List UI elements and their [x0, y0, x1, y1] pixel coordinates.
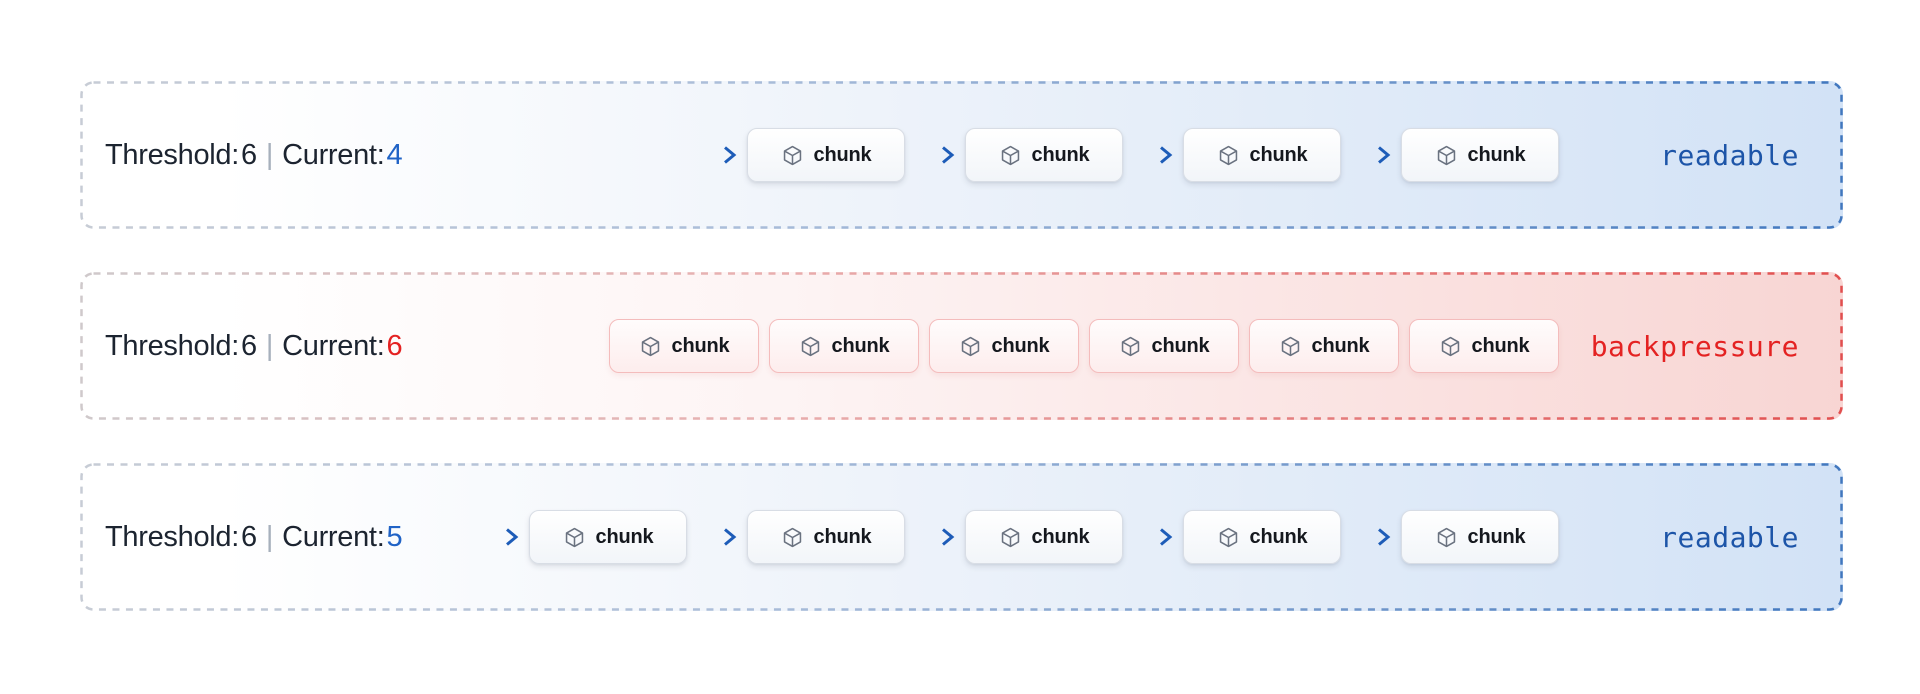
arrow-right-icon: [1133, 526, 1173, 548]
current-label: Current:: [282, 520, 385, 553]
threshold-value: 6: [241, 329, 257, 362]
chunk-label: chunk: [1471, 334, 1530, 357]
arrow-right-icon: [479, 526, 519, 548]
threshold-current-label: Threshold:6|Current:6: [105, 329, 403, 363]
chunk-box: chunk: [769, 319, 919, 373]
cube-icon: [799, 335, 822, 358]
chunk-label: chunk: [1467, 525, 1526, 548]
label-separator: |: [265, 520, 274, 553]
chunk-flow: chunk chunk chunk chunk chunk: [402, 510, 1559, 564]
threshold-current-label: Threshold:6|Current:4: [105, 138, 403, 172]
current-label: Current:: [282, 138, 385, 171]
threshold-current-label: Threshold:6|Current:5: [105, 520, 403, 554]
arrow-right-icon: [697, 526, 737, 548]
chunk-flow: chunk chunk chunk chunk chunk chunk: [402, 319, 1559, 373]
current-value: 6: [386, 329, 403, 362]
arrow-right-icon: [1351, 144, 1391, 166]
current-value: 4: [386, 138, 403, 171]
status-label: readable: [1660, 138, 1799, 172]
chunk-box: chunk: [1249, 319, 1399, 373]
cube-icon: [639, 335, 662, 358]
cube-icon: [563, 526, 586, 549]
arrow-right-icon: [915, 526, 955, 548]
threshold-value: 6: [241, 520, 257, 553]
chunk-box: chunk: [1409, 319, 1559, 373]
chunk-label: chunk: [813, 143, 872, 166]
chunk-box: chunk: [1401, 128, 1559, 182]
chunk-label: chunk: [1031, 525, 1090, 548]
cube-icon: [999, 144, 1022, 167]
chunk-label: chunk: [831, 334, 890, 357]
chunk-box: chunk: [609, 319, 759, 373]
cube-icon: [781, 144, 804, 167]
chunk-box: chunk: [747, 510, 905, 564]
arrow-right-icon: [697, 144, 737, 166]
cube-icon: [959, 335, 982, 358]
label-separator: |: [265, 329, 274, 362]
current-label: Current:: [282, 329, 385, 362]
cube-icon: [781, 526, 804, 549]
arrow-right-icon: [1351, 526, 1391, 548]
status-label: backpressure: [1590, 329, 1799, 363]
cube-icon: [1435, 144, 1458, 167]
chunk-label: chunk: [1311, 334, 1370, 357]
chunk-box: chunk: [1089, 319, 1239, 373]
cube-icon: [1217, 144, 1240, 167]
threshold-label: Threshold:: [105, 520, 240, 553]
cube-icon: [1279, 335, 1302, 358]
status-label: readable: [1660, 520, 1799, 554]
chunk-box: chunk: [529, 510, 687, 564]
cube-icon: [1439, 335, 1462, 358]
chunk-flow: chunk chunk chunk chunk: [402, 128, 1559, 182]
cube-icon: [1119, 335, 1142, 358]
chunk-label: chunk: [1467, 143, 1526, 166]
chunk-label: chunk: [595, 525, 654, 548]
chunk-label: chunk: [671, 334, 730, 357]
cube-icon: [999, 526, 1022, 549]
chunk-box: chunk: [965, 128, 1123, 182]
chunk-box: chunk: [1183, 128, 1341, 182]
chunk-box: chunk: [929, 319, 1079, 373]
chunk-box: chunk: [1183, 510, 1341, 564]
cube-icon: [1435, 526, 1458, 549]
chunk-label: chunk: [1249, 525, 1308, 548]
arrow-right-icon: [915, 144, 955, 166]
chunk-box: chunk: [747, 128, 905, 182]
chunk-label: chunk: [991, 334, 1050, 357]
label-separator: |: [265, 138, 274, 171]
threshold-label: Threshold:: [105, 329, 240, 362]
threshold-label: Threshold:: [105, 138, 240, 171]
chunk-label: chunk: [1031, 143, 1090, 166]
chunk-label: chunk: [1249, 143, 1308, 166]
current-value: 5: [386, 520, 403, 553]
chunk-label: chunk: [1151, 334, 1210, 357]
threshold-value: 6: [241, 138, 257, 171]
cube-icon: [1217, 526, 1240, 549]
chunk-box: chunk: [965, 510, 1123, 564]
chunk-label: chunk: [813, 525, 872, 548]
arrow-right-icon: [1133, 144, 1173, 166]
chunk-box: chunk: [1401, 510, 1559, 564]
